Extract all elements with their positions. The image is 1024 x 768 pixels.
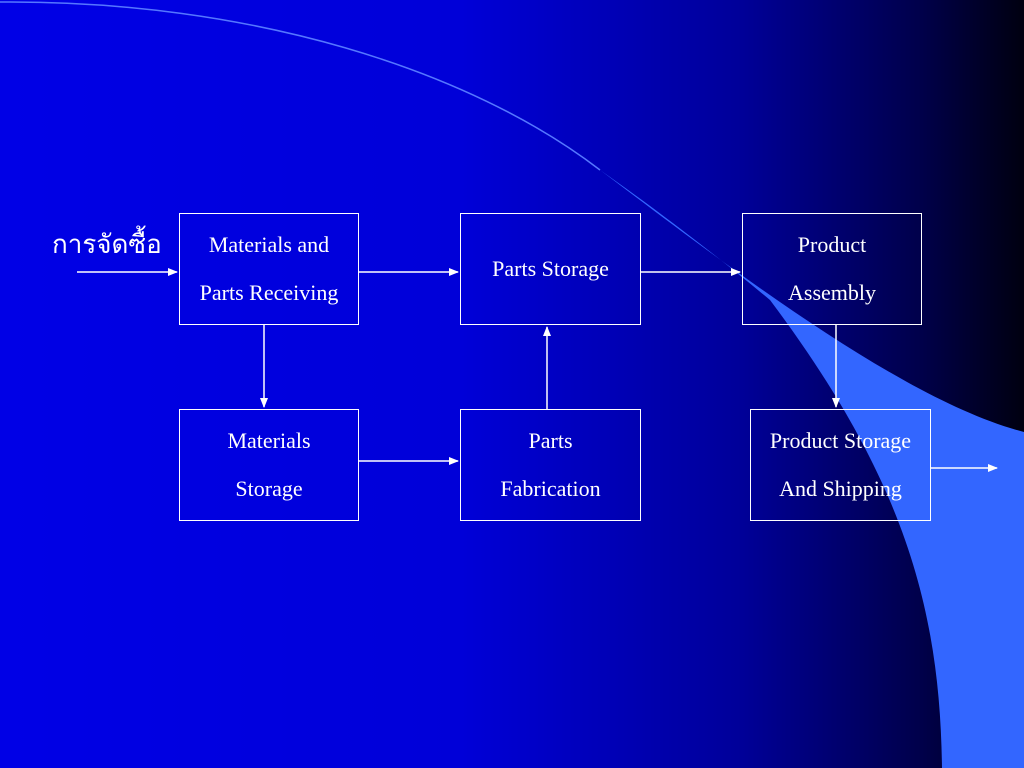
node-materials-storage-line1: Materials	[227, 428, 311, 453]
node-product-assembly: Product Assembly	[742, 213, 922, 325]
node-receiving-line2: Parts Receiving	[199, 280, 339, 305]
node-fabrication-line1: Parts	[528, 428, 573, 453]
node-shipping-line1: Product Storage	[769, 428, 912, 453]
node-shipping-line2: And Shipping	[779, 476, 902, 501]
input-label-purchasing: การจัดซื้อ	[52, 230, 162, 259]
decorative-arc-line	[0, 1, 601, 171]
node-parts-fabrication: Parts Fabrication	[460, 409, 641, 521]
node-materials-storage: Materials Storage	[179, 409, 359, 521]
node-product-storage-and-shipping: Product Storage And Shipping	[750, 409, 931, 521]
node-assembly-line1: Product	[797, 232, 867, 257]
node-materials-and-parts-receiving: Materials and Parts Receiving	[179, 213, 359, 325]
node-parts-storage: Parts Storage	[460, 213, 641, 325]
node-assembly-line2: Assembly	[788, 280, 876, 305]
diagram-edges	[77, 268, 998, 472]
node-receiving-line1: Materials and	[208, 232, 330, 257]
node-parts-storage-line1: Parts Storage	[492, 256, 609, 281]
node-fabrication-line2: Fabrication	[500, 476, 601, 501]
node-materials-storage-line2: Storage	[235, 476, 303, 501]
decorative-swoosh	[600, 170, 1024, 768]
